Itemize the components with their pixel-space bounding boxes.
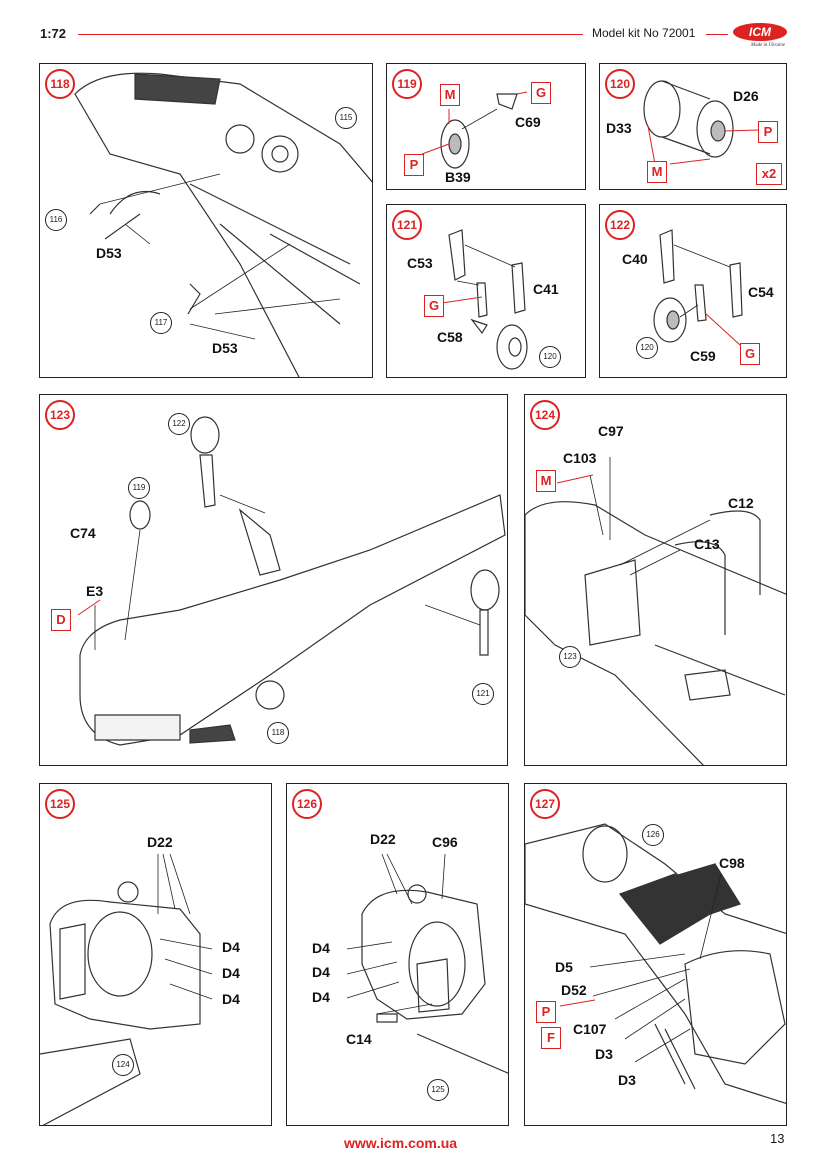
color-box: P: [758, 121, 778, 143]
part-label: C107: [573, 1021, 607, 1037]
step-126-illustration: [346, 853, 508, 1074]
part-label: C13: [694, 536, 720, 552]
icm-logo: ICM Made in Ukraine: [730, 20, 788, 48]
header-rule-right: [706, 34, 728, 35]
part-label: D4: [312, 989, 330, 1005]
color-box: M: [647, 161, 667, 183]
ref-circle: 119: [128, 477, 150, 499]
step-number: 122: [605, 210, 635, 240]
step-125-illustration: [40, 853, 213, 1125]
step-number: 125: [45, 789, 75, 819]
step-number: 123: [45, 400, 75, 430]
part-label: D4: [312, 940, 330, 956]
step-123-panel: 123 122 119 121 118 C74 E3 D: [39, 394, 508, 766]
part-label: D22: [370, 831, 396, 847]
color-box: G: [531, 82, 551, 104]
part-label: D3: [618, 1072, 636, 1088]
step-127-panel: 127 C98 D5 D52 P F C107 D3 D3 126: [524, 783, 787, 1126]
step-number: 126: [292, 789, 322, 819]
step-122-illustration: [653, 229, 743, 346]
step-number: 118: [45, 69, 75, 99]
part-label: D3: [595, 1046, 613, 1062]
ref-circle: 117: [150, 312, 172, 334]
part-label: D33: [606, 120, 632, 136]
step-121-illustration: [441, 229, 528, 370]
scale-label: 1:72: [40, 26, 67, 41]
part-label: D4: [222, 939, 240, 955]
step-124-panel: 124 C97 C103 M C12 C13 123: [524, 394, 787, 766]
part-label: C69: [515, 114, 541, 130]
ref-circle: 121: [472, 683, 494, 705]
part-label: D22: [147, 834, 173, 850]
quantity-box: x2: [756, 163, 782, 185]
step-122-panel: 122 C40 C54 C59 G 120: [599, 204, 787, 378]
part-label: C97: [598, 423, 624, 439]
part-label: E3: [86, 583, 104, 599]
part-label: D52: [561, 982, 587, 998]
part-label: C41: [533, 281, 559, 297]
part-label: C96: [432, 834, 458, 850]
page-number: 13: [770, 1131, 785, 1146]
ref-circle: 122: [168, 413, 190, 435]
step-121-panel: 121 C53 C41 C58 G 120: [386, 204, 586, 378]
part-label: D53: [96, 245, 122, 261]
step-number: 119: [392, 69, 422, 99]
ref-circle: 116: [45, 209, 67, 231]
footer-url[interactable]: www.icm.com.ua: [344, 1135, 458, 1151]
step-127-illustration: [525, 823, 786, 1104]
color-box: D: [51, 609, 71, 631]
step-119-panel: 119 M G P C69 B39: [386, 63, 586, 190]
part-label: C98: [719, 855, 745, 871]
part-label: C14: [346, 1031, 372, 1047]
color-box: F: [541, 1027, 561, 1049]
kit-number: Model kit No 72001: [592, 26, 696, 40]
step-124-illustration: [525, 457, 786, 765]
part-label: D53: [212, 340, 238, 356]
part-label: D4: [222, 965, 240, 981]
step-118-panel: 118 115 116 117 D53 D53: [39, 63, 373, 378]
step-number: 120: [605, 69, 635, 99]
step-120-panel: 120 D26 D33 P M x2: [599, 63, 787, 190]
part-label: C74: [70, 525, 96, 541]
step-125-panel: 125 D22 D4 D4 D4 124: [39, 783, 272, 1126]
header-rule: [78, 34, 583, 35]
part-label: C40: [622, 251, 648, 267]
part-label: D5: [555, 959, 573, 975]
step-number: 124: [530, 400, 560, 430]
part-label: C58: [437, 329, 463, 345]
part-label: B39: [445, 169, 471, 185]
part-label: C59: [690, 348, 716, 364]
color-box: G: [740, 343, 760, 365]
ref-circle: 115: [335, 107, 357, 129]
logo-tagline: Made in Ukraine: [750, 43, 786, 48]
ref-circle: 123: [559, 646, 581, 668]
step-118-illustration: [74, 72, 372, 377]
ref-circle: 120: [636, 337, 658, 359]
color-box: M: [536, 470, 556, 492]
color-box: P: [536, 1001, 556, 1023]
ref-circle: 118: [267, 722, 289, 744]
step-number: 127: [530, 789, 560, 819]
part-label: C54: [748, 284, 774, 300]
ref-circle: 126: [642, 824, 664, 846]
step-119-illustration: [421, 91, 528, 169]
part-label: C12: [728, 495, 754, 511]
part-label: C103: [563, 450, 597, 466]
part-label: C53: [407, 255, 433, 271]
step-126-panel: 126 D22 C96 D4 D4 D4 C14 125: [286, 783, 509, 1126]
step-123-illustration: [77, 416, 506, 746]
ref-circle: 120: [539, 346, 561, 368]
part-label: D4: [222, 991, 240, 1007]
color-box: P: [404, 154, 424, 176]
part-label: D4: [312, 964, 330, 980]
part-label: D26: [733, 88, 759, 104]
step-120-illustration: [643, 80, 759, 165]
ref-circle: 125: [427, 1079, 449, 1101]
logo-text: ICM: [749, 25, 772, 39]
color-box: G: [424, 295, 444, 317]
step-number: 121: [392, 210, 422, 240]
color-box: M: [440, 84, 460, 106]
ref-circle: 124: [112, 1054, 134, 1076]
